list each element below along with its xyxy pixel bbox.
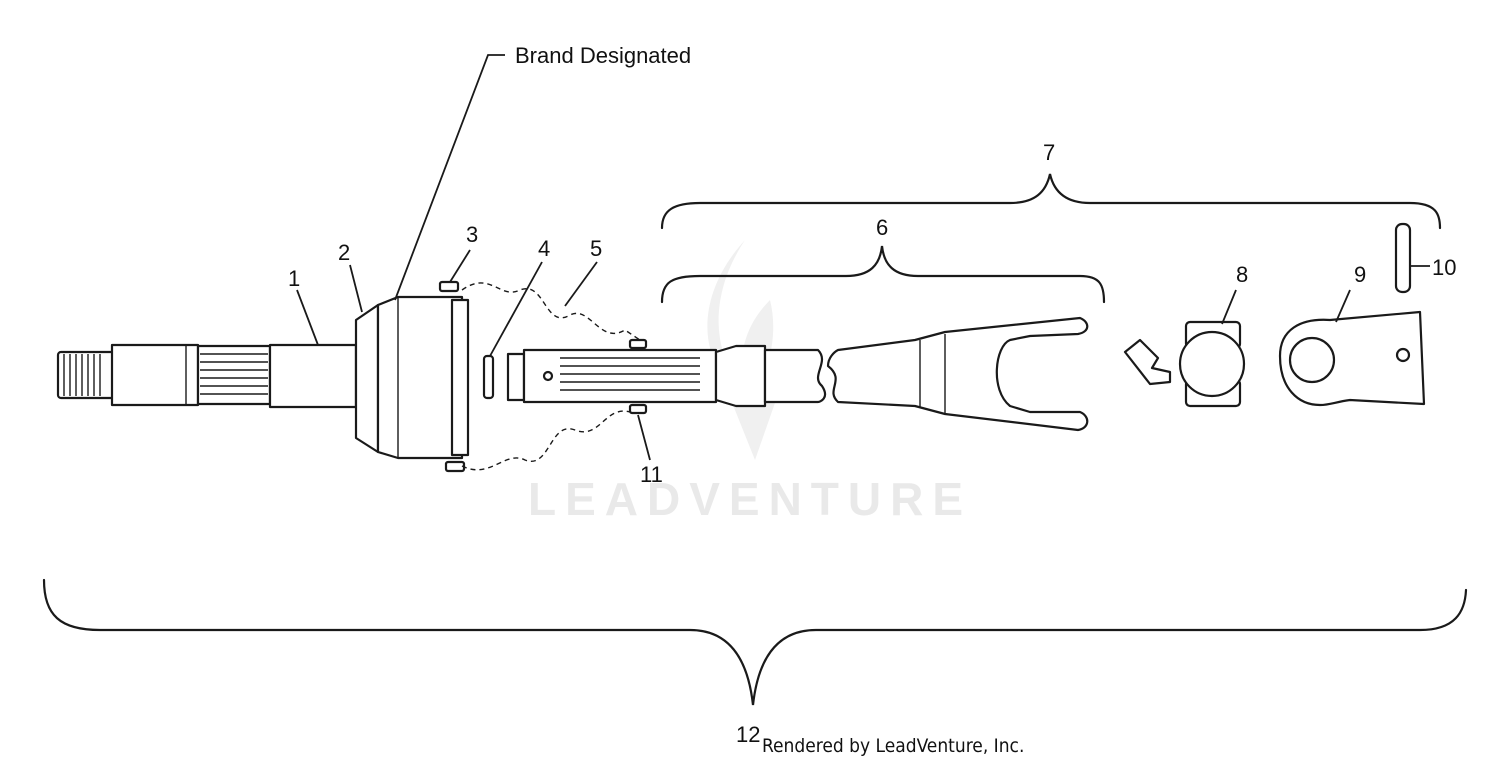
callout-labels: 1 2 3 4 5 6 7 8 9 10 11 12	[288, 140, 1456, 747]
callout-7: 7	[1043, 140, 1055, 165]
callout-1: 1	[288, 266, 300, 291]
brace-part-7	[660, 173, 1442, 230]
render-credit: Rendered by LeadVenture, Inc.	[762, 735, 1024, 757]
part-9-yoke	[1278, 310, 1426, 407]
callout-8: 8	[1236, 262, 1248, 287]
part-5-cv-boot	[461, 282, 641, 471]
part-11-boot-clamps	[628, 338, 648, 415]
part-4-snap-ring	[482, 354, 495, 400]
brand-designated-label: Brand Designated	[515, 43, 691, 68]
callout-11: 11	[640, 462, 663, 487]
part-6-drive-shaft-yoke	[506, 316, 1089, 432]
callout-2: 2	[338, 240, 350, 265]
part-2-cv-joint-housing	[354, 295, 470, 460]
leader-lines	[296, 54, 1430, 461]
callout-5: 5	[590, 236, 602, 261]
brace-part-6	[660, 245, 1106, 304]
part-3-boot-clamps	[438, 280, 466, 473]
callout-6: 6	[876, 215, 888, 240]
callout-10: 10	[1432, 255, 1456, 280]
watermark-text: LEADVENTURE	[528, 473, 972, 525]
callout-12: 12	[736, 722, 760, 747]
callout-3: 3	[466, 222, 478, 247]
callout-4: 4	[538, 236, 550, 261]
callout-9: 9	[1354, 262, 1366, 287]
brace-part-12	[42, 578, 1468, 706]
part-8-universal-joint	[1123, 320, 1246, 408]
part-1-cv-stub-shaft	[56, 343, 358, 409]
part-10-roll-pin	[1394, 222, 1412, 294]
